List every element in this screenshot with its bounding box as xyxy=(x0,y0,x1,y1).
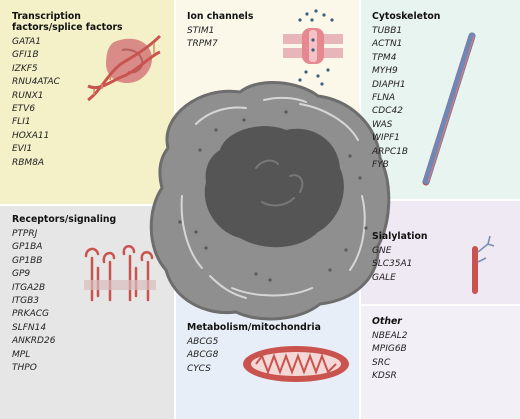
gene-label: GFI1B xyxy=(12,50,39,61)
gene-label: MPL xyxy=(12,349,31,360)
cytoskeleton-panel-bg xyxy=(360,0,520,200)
transcription-panel-bg xyxy=(0,0,175,205)
metabolism-title: Metabolism/mitochondria xyxy=(187,322,321,333)
sialylation-title: Sialylation xyxy=(372,231,428,242)
mitochondria-illustration xyxy=(243,346,349,382)
gene-label: ABCG5 xyxy=(187,337,219,347)
gene-label: ITGB3 xyxy=(12,296,40,307)
gene-label: MYH9 xyxy=(372,66,398,77)
receptors-gene-list: PTPRJ GP1BA GP1BB GP9 ITGA2B ITGB3 PRKAC… xyxy=(12,228,116,375)
receptors-panel: Receptors/signaling PTPRJ GP1BA GP1BB GP… xyxy=(12,214,116,375)
ion-channel-illustration xyxy=(283,9,343,86)
gene-label: GNE xyxy=(372,246,392,256)
gene-label: EVI1 xyxy=(12,144,33,155)
gene-label: KDSR xyxy=(372,371,397,382)
gene-label: TPM4 xyxy=(372,52,397,63)
gene-label: SLFN14 xyxy=(12,322,47,333)
gene-label: TRPM7 xyxy=(187,39,218,50)
gene-label: SLC35A1 xyxy=(372,259,413,270)
gene-label: GALE xyxy=(372,272,396,283)
gene-label: GATA1 xyxy=(12,37,42,47)
gene-label: ABCG8 xyxy=(187,350,219,361)
gene-label: STIM1 xyxy=(187,26,215,36)
other-title: Other xyxy=(372,316,402,327)
gene-label: PRKACG xyxy=(12,309,49,320)
other-panel: Other NBEAL2 MPIG6B SRC KDSR xyxy=(372,316,408,384)
ion-channels-title: Ion channels xyxy=(187,11,254,22)
gene-label: GP1BA xyxy=(12,242,43,253)
membrane-band xyxy=(84,280,156,290)
metabolism-gene-list: ABCG5 ABCG8 CYCS xyxy=(187,336,321,376)
gene-label: PTPRJ xyxy=(12,229,38,239)
gene-label: WAS xyxy=(372,119,393,130)
gene-label: GP1BB xyxy=(12,255,43,266)
gene-label: ANKRD26 xyxy=(12,336,56,347)
gene-label: FYB xyxy=(372,160,389,171)
other-gene-list: NBEAL2 MPIG6B SRC KDSR xyxy=(372,330,408,384)
gene-label: TUBB1 xyxy=(372,26,403,36)
gene-label: HOXA11 xyxy=(12,130,50,141)
gene-label: MPIG6B xyxy=(372,344,407,355)
gene-label: WIPF1 xyxy=(372,133,400,144)
gene-label: RNU4ATAC xyxy=(12,77,60,88)
gene-label: RUNX1 xyxy=(12,90,44,101)
cytoskeleton-title: Cytoskeleton xyxy=(372,11,441,22)
sialylation-gene-list: GNE SLC35A1 GALE xyxy=(372,245,428,285)
gene-label: ETV6 xyxy=(12,104,36,115)
gene-label: ACTN1 xyxy=(372,39,403,50)
metabolism-panel: Metabolism/mitochondria ABCG5 ABCG8 CYCS xyxy=(187,322,321,376)
gene-label: SRC xyxy=(372,357,391,368)
transcription-panel: Transcription factors/splice factors GAT… xyxy=(12,11,123,170)
gene-label: GP9 xyxy=(12,269,31,280)
sialylation-illustration xyxy=(472,235,495,294)
cytoskeleton-gene-list: TUBB1 ACTN1 TPM4 MYH9 DIAPH1 FLNA CDC42 … xyxy=(372,25,440,172)
receptors-panel-bg xyxy=(0,205,175,419)
gene-label: FLNA xyxy=(372,93,396,104)
gene-label: RBM8A xyxy=(12,157,45,168)
ion-channels-gene-list: STIM1 TRPM7 xyxy=(187,25,253,52)
receptors-title: Receptors/signaling xyxy=(12,214,117,225)
gene-label: CYCS xyxy=(187,363,211,374)
cytoskeleton-panel: Cytoskeleton TUBB1 ACTN1 TPM4 MYH9 DIAPH… xyxy=(372,11,440,172)
cytoskeleton-filament-illustration xyxy=(422,32,476,186)
ion-channels-panel: Ion channels STIM1 TRPM7 xyxy=(187,11,253,52)
gene-label: THPO xyxy=(12,363,37,374)
dna-protein-illustration xyxy=(87,34,162,102)
sialylation-panel: Sialylation GNE SLC35A1 GALE xyxy=(372,231,428,285)
transcription-title-line2: factors/splice factors xyxy=(12,22,123,33)
gene-label: FLI1 xyxy=(12,117,31,128)
gene-label: NBEAL2 xyxy=(372,331,408,341)
megakaryocyte-cell xyxy=(149,80,391,321)
gene-label: ARPC1B xyxy=(372,146,409,157)
other-panel-bg xyxy=(360,305,520,419)
transcription-title-line1: Transcription xyxy=(12,11,81,22)
gene-label: IZKF5 xyxy=(12,63,38,74)
transcription-gene-list: GATA1 GFI1B IZKF5 RNU4ATAC RUNX1 ETV6 FL… xyxy=(12,36,123,170)
gene-label: DIAPH1 xyxy=(372,79,406,90)
gene-label: ITGA2B xyxy=(12,282,46,293)
gene-label: CDC42 xyxy=(372,106,403,117)
